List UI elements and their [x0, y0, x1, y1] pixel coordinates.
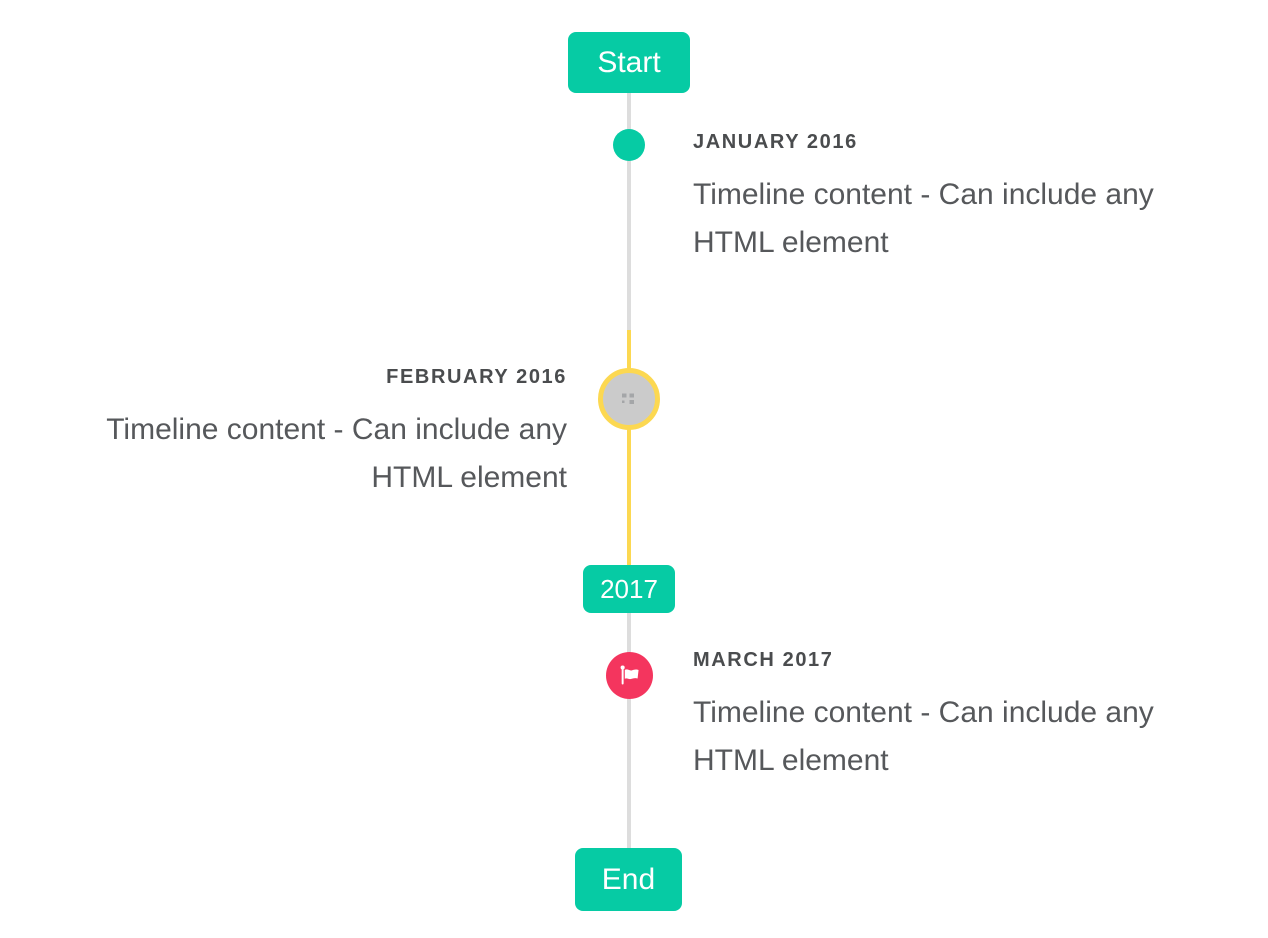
timeline-item-title: JANUARY 2016	[693, 131, 858, 153]
timeline-item-content: Timeline content - Can include any HTML …	[693, 696, 1154, 777]
timeline-item-january-2016: JANUARY 2016 Timeline content - Can incl…	[693, 131, 1220, 267]
timeline-item-title: MARCH 2017	[693, 649, 834, 671]
timeline-item-february-2016: FEBRUARY 2016 Timeline content - Can inc…	[40, 366, 567, 502]
timeline-item-content: Timeline content - Can include any HTML …	[106, 413, 567, 494]
flag-icon	[617, 663, 643, 689]
timeline-end-badge[interactable]: End	[575, 848, 682, 911]
broken-image-icon	[620, 391, 639, 407]
timeline-flag-marker[interactable]	[606, 652, 653, 699]
timeline-item-title: FEBRUARY 2016	[386, 366, 567, 388]
timeline-item-march-2017: MARCH 2017 Timeline content - Can includ…	[693, 649, 1220, 785]
timeline-image-marker[interactable]	[598, 368, 660, 430]
timeline-year-badge[interactable]: 2017	[583, 565, 675, 613]
timeline-item-content: Timeline content - Can include any HTML …	[693, 178, 1154, 259]
timeline-dot-marker	[613, 129, 645, 161]
timeline-line-highlight-segment	[627, 330, 631, 566]
timeline-start-badge[interactable]: Start	[568, 32, 690, 93]
